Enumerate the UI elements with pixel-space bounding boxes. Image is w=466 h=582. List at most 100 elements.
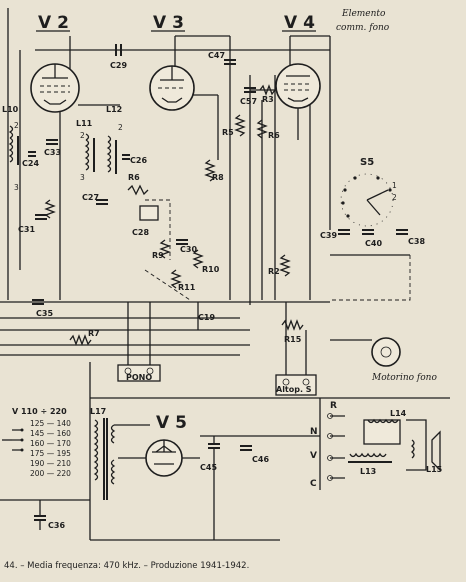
capacitor-c28: C28 [132,205,159,237]
svg-text:200 — 220: 200 — 220 [30,469,71,478]
speaker-l15: L15 [406,419,443,474]
svg-text:C47: C47 [208,51,225,60]
transformer-l17: L17 [90,407,150,500]
capacitor-c31: C31 [18,214,47,234]
svg-text:L15: L15 [426,465,443,474]
svg-text:PONO: PONO [126,373,152,382]
resistor-r15: R15 [281,319,304,344]
svg-text:C40: C40 [365,239,382,248]
resistor-r6-v4: R6 [256,119,280,140]
voltage-taps: V 110 ÷ 220 125 — 140 145 — 160 160 — 17… [2,407,71,478]
svg-text:L12: L12 [106,105,122,114]
svg-text:R5: R5 [222,128,234,137]
svg-text:1: 1 [392,181,397,190]
svg-text:3: 3 [14,183,19,192]
capacitor-c29: C29 [110,44,127,70]
svg-text:L13: L13 [360,467,376,476]
tube-label-v3: V 3 [153,13,184,33]
svg-text:160 — 170: 160 — 170 [30,439,71,448]
svg-text:V 110 ÷ 220: V 110 ÷ 220 [12,407,67,416]
svg-text:C36: C36 [48,521,65,530]
capacitor-c35: C35 [32,299,53,318]
motor-fono: Motorino fono [330,337,437,383]
top-wiring [7,8,331,305]
svg-text:C19: C19 [198,313,215,322]
svg-text:R9: R9 [152,251,164,260]
svg-text:2: 2 [14,121,19,130]
svg-text:Motorino fono: Motorino fono [371,373,437,383]
svg-text:R7: R7 [88,329,100,338]
resistor-r5: R5 [222,114,246,137]
pono-connector: PONO [117,364,161,382]
svg-text:175 — 195: 175 — 195 [30,449,71,458]
capacitor-c33: C33 [44,139,61,157]
svg-text:C: C [310,479,317,489]
capacitor-c19: C19 [198,313,215,322]
svg-text:C38: C38 [408,237,425,246]
svg-text:C33: C33 [44,148,61,157]
svg-text:R3: R3 [262,95,274,104]
capacitor-c38: C38 [396,229,425,246]
coil-l13: L13 [348,452,392,476]
svg-text:R6: R6 [128,173,140,182]
tube-v3 [149,65,195,111]
svg-text:R: R [330,401,337,411]
tube-labels: V 2 V 3 V 4 [36,13,316,33]
svg-text:R10: R10 [202,265,220,274]
capacitor-c46: C46 [200,435,320,464]
altop-connector: Altop. S [275,302,317,396]
svg-text:C28: C28 [132,228,149,237]
mid-bus [0,301,330,365]
resistor-r7: R7 [69,329,100,346]
coil-l12: L12 2 [106,105,123,174]
svg-text:C30: C30 [180,245,197,254]
capacitor-c27: C27 [82,193,108,205]
tube-v5: V 5 [118,413,200,477]
svg-text:2: 2 [392,193,397,202]
capacitor-c40: C40 [362,229,382,248]
svg-text:V: V [310,451,317,461]
capacitor-c36: C36 [34,500,65,530]
svg-text:S5: S5 [360,157,374,168]
svg-text:C46: C46 [252,455,269,464]
capacitor-c47: C47 [208,51,236,65]
resistor-r9: R9 [152,239,171,260]
svg-text:C35: C35 [36,309,53,318]
svg-text:C39: C39 [320,231,337,240]
svg-text:2: 2 [80,131,85,140]
svg-text:3: 3 [80,173,85,182]
dashed-ganged-link [144,199,191,301]
svg-text:Altop. S: Altop. S [276,385,312,394]
svg-text:C29: C29 [110,61,127,70]
coil-l10: L10 2 3 [2,105,19,192]
svg-text:145 — 160: 145 — 160 [30,429,71,438]
element-label-line2: comm. fono [336,23,390,33]
tube-label-v4: V 4 [284,13,315,33]
element-label-line1: Elemento [341,9,386,19]
svg-text:C27: C27 [82,193,99,202]
svg-text:C31: C31 [18,225,35,234]
svg-text:L11: L11 [76,119,93,128]
svg-text:R2: R2 [268,267,280,276]
svg-text:R8: R8 [212,173,224,182]
tube-v2 [30,63,80,113]
coil-l14: L14 [363,409,407,445]
resistor-r3: R3 [259,84,276,104]
svg-text:V 5: V 5 [156,413,187,433]
svg-text:L17: L17 [90,407,106,416]
capacitor-c24: C24 [22,151,39,168]
figure-caption: 44. – Media frequenza: 470 kHz. – Produz… [4,561,249,571]
capacitor-c45: C45 [200,436,220,540]
svg-text:190 — 210: 190 — 210 [30,459,71,468]
resistor-r10: R10 [192,249,220,274]
svg-text:R15: R15 [284,335,302,344]
resistor-r6: R6 [127,173,149,196]
svg-text:C24: C24 [22,159,39,168]
terminal-strip: R N V C [310,398,345,490]
capacitor-c26: C26 [122,154,147,165]
capacitor-c57: C57 [240,87,257,106]
tube-v4 [275,63,321,140]
coil-l11: L11 2 3 [76,119,95,182]
capacitor-c30: C30 [176,239,197,254]
